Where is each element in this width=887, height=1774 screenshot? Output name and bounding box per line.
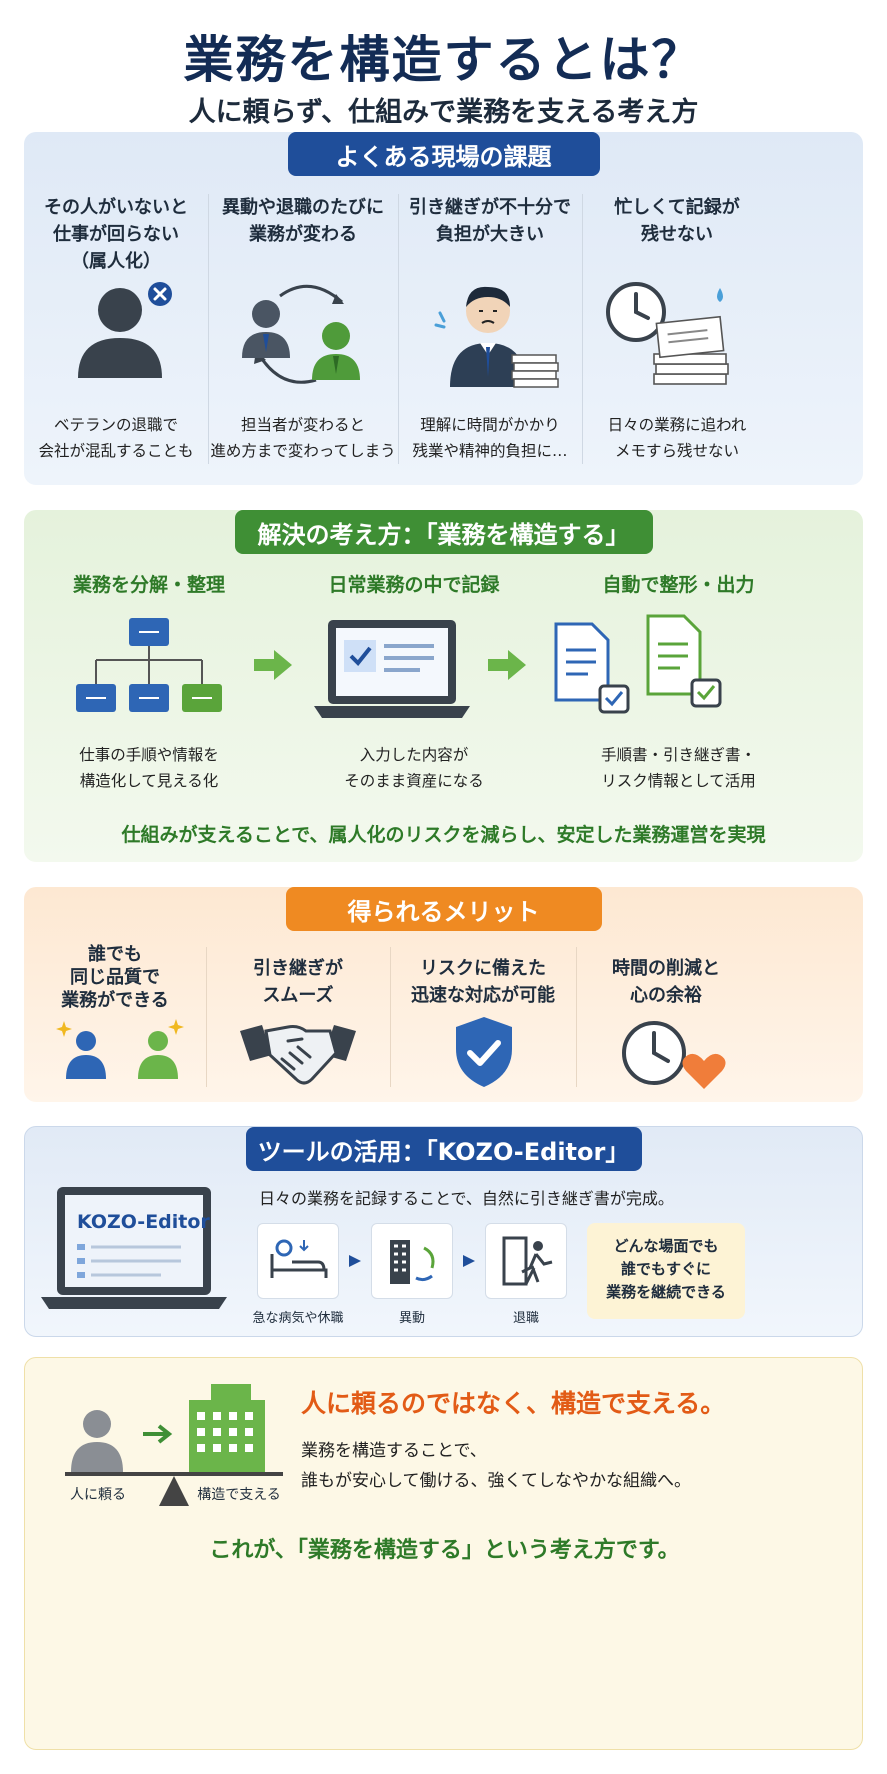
issue-desc: ベテランの退職で会社が混乱することも xyxy=(38,416,194,460)
tool-section: ツールの活用：「KOZO-Editor」 KOZO-Editor 日々の業務を記… xyxy=(24,1126,863,1337)
case-card xyxy=(485,1223,567,1299)
solution-step: 業務を分解・整理 xyxy=(24,572,274,599)
issue-card: その人がいないと仕事が回らない（属人化） xyxy=(24,194,208,275)
benefit-title: リスクに備えた迅速な対応が可能 xyxy=(411,958,555,1006)
person-with-x-icon xyxy=(72,282,182,382)
step-title: 日常業務の中で記録 xyxy=(328,574,500,596)
case-label: 急な病気や休職 xyxy=(252,1311,344,1326)
arrow-right-icon xyxy=(461,1253,477,1269)
clock-heart-icon xyxy=(620,1019,730,1091)
solution-step: 日常業務の中で記録 xyxy=(274,572,554,599)
case-card xyxy=(257,1223,339,1299)
solution-summary: 仕組みが支えることで、属人化のリスクを減らし、安定した業務運営を実現 xyxy=(121,824,766,846)
building-transfer-icon xyxy=(390,1240,435,1284)
issue-card: 引き継ぎが不十分で負担が大きい xyxy=(398,194,582,248)
page-title: 業務を構造するとは？ xyxy=(183,31,704,89)
issue-card: 異動や退職のたびに業務が変わる xyxy=(208,194,398,248)
person-swap-icon xyxy=(236,272,366,392)
exit-door-icon xyxy=(502,1236,553,1286)
solution-desc: 入力した内容がそのまま資産になる xyxy=(344,746,484,790)
issue-desc: 担当者が変わると進め方まで変わってしまう xyxy=(210,416,396,460)
app-name: KOZO-Editor xyxy=(77,1211,210,1233)
closing-section: 人に頼る 構造で支える 人に頼るのではなく、構造で支える。 業務を構造することで… xyxy=(24,1357,863,1750)
divider xyxy=(398,194,399,464)
step-title: 自動で整形・出力 xyxy=(602,574,755,596)
arrow-right-icon xyxy=(486,648,528,682)
handshake-icon xyxy=(238,1017,358,1089)
benefit-title: 誰でも同じ品質で業務ができる xyxy=(61,944,169,1011)
clock-papers-icon xyxy=(602,280,742,390)
issue-desc: 日々の業務に追われメモすら残せない xyxy=(607,416,747,460)
issue-title: その人がいないと仕事が回らない（属人化） xyxy=(44,197,188,272)
tool-callout: どんな場面でも誰でもすぐに業務を継続できる xyxy=(587,1223,745,1319)
issue-title: 引き継ぎが不十分で負担が大きい xyxy=(409,197,571,245)
sick-bed-icon xyxy=(270,1239,328,1278)
case-label: 異動 xyxy=(398,1311,425,1326)
laptop-check-icon xyxy=(312,618,472,722)
benefit-card: 誰でも同じ品質で業務ができる xyxy=(24,943,206,1012)
issue-title: 異動や退職のたびに業務が変わる xyxy=(222,197,384,245)
benefit-card: 時間の削減と心の余裕 xyxy=(576,955,756,1009)
case-label: 退職 xyxy=(512,1311,539,1326)
arrow-right-icon xyxy=(347,1253,363,1269)
divider xyxy=(582,194,583,464)
closing-headline: 人に頼るのではなく、構造で支える。 xyxy=(301,1389,726,1418)
page-subtitle: 人に頼らず、仕組みで業務を支える考え方 xyxy=(188,97,699,128)
balance-scale-icon xyxy=(61,1378,291,1528)
solution-section: 解決の考え方：「業務を構造する」 業務を分解・整理 仕事の手順や情報を構造化して… xyxy=(24,510,863,862)
documents-check-icon xyxy=(552,614,728,720)
tree-structure-icon xyxy=(72,614,226,714)
solution-heading: 解決の考え方：「業務を構造する」 xyxy=(234,510,653,554)
shield-check-icon xyxy=(452,1015,516,1089)
benefit-card: リスクに備えた迅速な対応が可能 xyxy=(390,955,576,1009)
issue-card: 忙しくて記録が残せない xyxy=(582,194,863,248)
tool-heading: ツールの活用：「KOZO-Editor」 xyxy=(245,1127,642,1171)
benefit-card: 引き継ぎがスムーズ xyxy=(206,955,390,1009)
solution-desc: 仕事の手順や情報を構造化して見える化 xyxy=(79,746,219,790)
benefit-title: 引き継ぎがスムーズ xyxy=(253,958,343,1006)
issue-title: 忙しくて記録が残せない xyxy=(614,197,740,245)
label-supported-by-structure: 構造で支える xyxy=(197,1487,281,1503)
two-people-icon xyxy=(56,1019,186,1087)
arrow-right-icon xyxy=(252,648,294,682)
closing-tagline: これが、「業務を構造する」という考え方です。 xyxy=(209,1538,680,1563)
issues-section: よくある現場の課題 その人がいないと仕事が回らない（属人化） ベテランの退職で会… xyxy=(24,132,863,485)
benefit-title: 時間の削減と心の余裕 xyxy=(612,958,720,1006)
divider xyxy=(206,947,207,1087)
issue-desc: 理解に時間がかかり残業や精神的負担に… xyxy=(412,416,568,460)
step-title: 業務を分解・整理 xyxy=(72,574,225,596)
tool-lead: 日々の業務を記録することで、自然に引き継ぎ書が完成。 xyxy=(259,1189,674,1208)
divider xyxy=(390,947,391,1087)
solution-step: 自動で整形・出力 xyxy=(554,572,803,599)
closing-body: 業務を構造することで、誰もが安心して働ける、強くてしなやかな組織へ。 xyxy=(301,1441,691,1491)
solution-desc: 手順書・引き継ぎ書・リスク情報として活用 xyxy=(600,746,756,790)
benefits-section: 得られるメリット 誰でも同じ品質で業務ができる 引き継ぎがスムーズ xyxy=(24,887,863,1102)
divider xyxy=(576,947,577,1087)
laptop-editor-icon xyxy=(39,1185,229,1315)
issues-heading: よくある現場の課題 xyxy=(287,132,600,176)
case-card xyxy=(371,1223,453,1299)
divider xyxy=(208,194,209,464)
benefits-heading: 得られるメリット xyxy=(285,887,602,931)
label-rely-on-people: 人に頼る xyxy=(70,1487,126,1503)
worried-worker-icon xyxy=(432,277,562,397)
